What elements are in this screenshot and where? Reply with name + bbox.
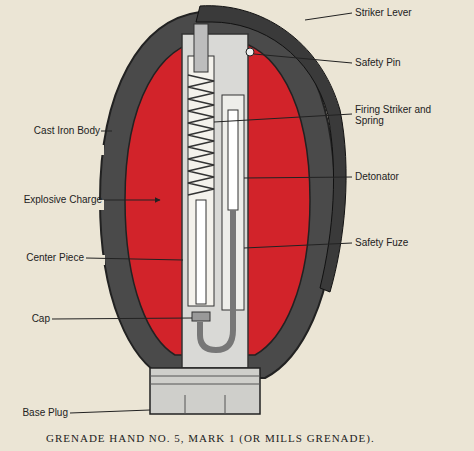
plug-threads xyxy=(150,376,260,414)
spring-chamber xyxy=(188,56,214,306)
striker-lever xyxy=(196,6,346,292)
figure-caption: GRENADE HAND NO. 5, MARK 1 (OR MILLS GRE… xyxy=(46,432,375,444)
part-label: Detonator xyxy=(355,171,465,182)
striker-head xyxy=(194,24,208,72)
part-label: Safety Pin xyxy=(355,57,465,68)
firing-spring xyxy=(188,75,214,195)
body-segment-grooves xyxy=(94,50,128,320)
leader-lines xyxy=(52,13,352,413)
base-plug xyxy=(150,368,260,414)
safety-fuze xyxy=(200,210,233,350)
part-label: Safety Fuze xyxy=(355,237,465,248)
detonator xyxy=(228,110,238,210)
safety-pin xyxy=(246,48,254,56)
part-label: Firing Striker and Spring xyxy=(355,104,433,126)
part-label: Cast Iron Body xyxy=(8,125,100,136)
cap-symbol xyxy=(192,312,210,321)
striker-rod xyxy=(196,200,206,304)
part-label: Base Plug xyxy=(4,407,68,418)
cast-iron-body xyxy=(100,12,335,378)
part-label: Cap xyxy=(4,313,50,324)
part-label: Center Piece xyxy=(4,252,84,263)
part-label: Explosive Charge xyxy=(4,194,102,205)
part-label: Striker Lever xyxy=(355,7,465,18)
